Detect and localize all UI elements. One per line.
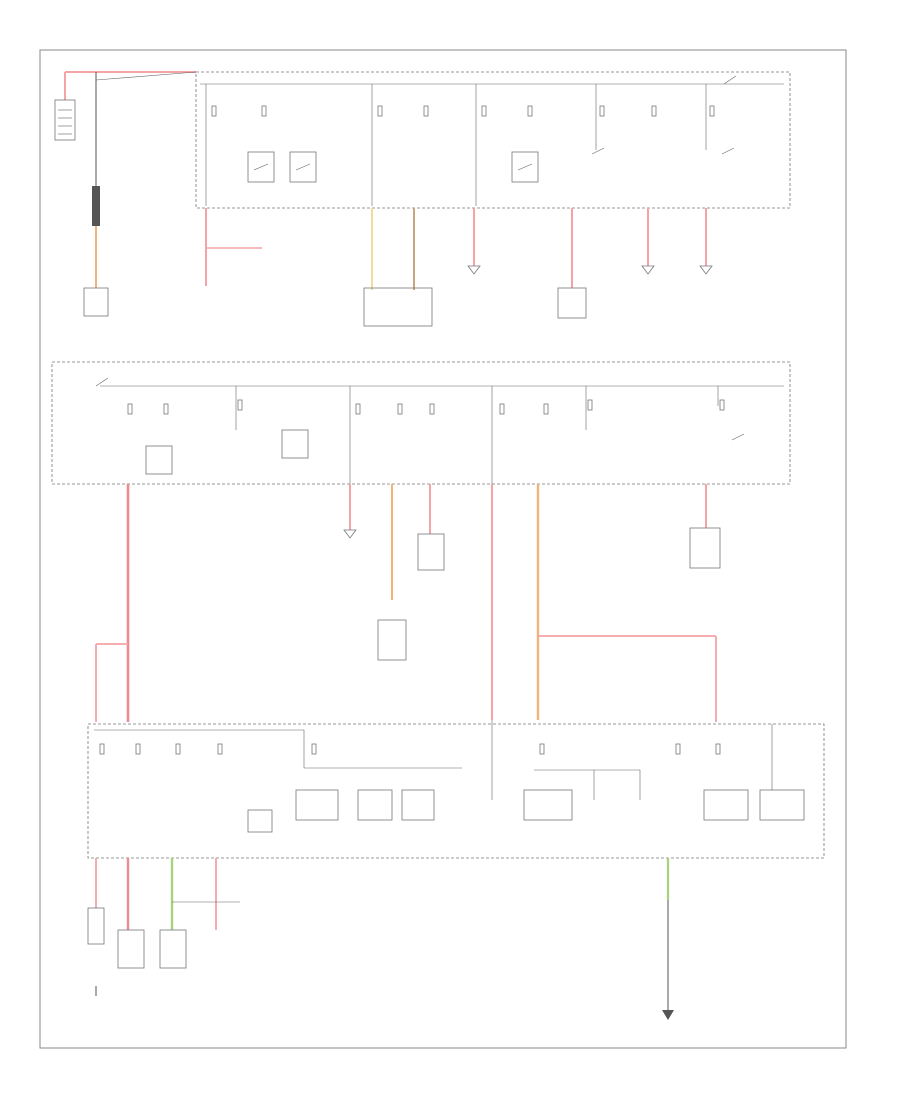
connector-mid-far-right: [689, 527, 721, 569]
fuse-d10: [719, 399, 725, 411]
fuse-a1: [211, 105, 217, 117]
middle-fuse-box: [51, 361, 791, 485]
fuse-c4: [651, 105, 657, 117]
fuse-c3: [599, 105, 605, 117]
ground-arrow-4: [343, 529, 357, 539]
relay-a2-contact: [295, 163, 311, 171]
fuse-e2: [135, 743, 141, 755]
top-box-output-wires: [205, 208, 713, 327]
lower-junction-box-frame: [87, 723, 825, 859]
fuse-b2: [423, 105, 429, 117]
relay-d3-contact: [731, 433, 745, 441]
relay-c1-contact: [517, 163, 533, 171]
relay-a1-contact: [253, 163, 269, 171]
connector-bot-3: [159, 929, 187, 969]
middle-box-output-wires: [95, 484, 721, 722]
fuse-a2: [261, 105, 267, 117]
fuse-e7: [675, 743, 681, 755]
ground-arrow-3: [699, 265, 713, 275]
switch-bottom-left: [87, 907, 105, 945]
fuse-d2: [163, 403, 169, 415]
fuse-c1: [481, 105, 487, 117]
top-fuse-column-2: [377, 105, 429, 117]
fuse-d7: [499, 403, 505, 415]
lower-connector-5: [703, 789, 749, 821]
diagram-border: [39, 49, 847, 1049]
fuse-c5: [709, 105, 715, 117]
fuse-e1: [99, 743, 105, 755]
fuse-d5: [397, 403, 403, 415]
relay-d2: [281, 429, 309, 459]
fuse-d8: [543, 403, 549, 415]
fuse-d4: [355, 403, 361, 415]
fuse-e5: [311, 743, 317, 755]
fuse-e8: [715, 743, 721, 755]
battery-section: [54, 71, 197, 317]
fuse-b1: [377, 105, 383, 117]
bottom-output-wires: [87, 858, 674, 1020]
top-fuse-box-frame: [195, 71, 791, 209]
generator-connector: [83, 287, 109, 317]
ground-arrow-2: [641, 265, 655, 275]
ground-arrow-1: [467, 265, 481, 275]
lower-connector-3: [401, 789, 435, 821]
lower-relay-1: [247, 809, 273, 833]
top-fuse-box: [195, 71, 791, 209]
lower-connector-1: [295, 789, 339, 821]
connector-bot-2: [117, 929, 145, 969]
ground-wire-link: [95, 71, 197, 81]
fuse-d6: [429, 403, 435, 415]
fuse-e3: [175, 743, 181, 755]
connector-mid-center: [377, 619, 407, 661]
relay-c3-contact: [721, 147, 735, 155]
fusible-link-symbol: [92, 186, 100, 226]
fuse-e4: [217, 743, 223, 755]
lower-connector-2: [357, 789, 393, 821]
connector-top-mid: [363, 287, 433, 327]
ground-symbol-bottom: [662, 1010, 674, 1020]
fuse-d1: [127, 403, 133, 415]
relay-top-right-switch: [723, 75, 737, 85]
lower-connector-6: [759, 789, 805, 821]
relay-c2-contact: [591, 147, 605, 155]
lower-connector-4: [523, 789, 573, 821]
top-fuse-column-3: [481, 75, 737, 183]
connector-top-right-mid: [557, 287, 587, 319]
fuse-d9: [587, 399, 593, 411]
relay-d4-contact: [95, 377, 109, 387]
fuse-c2: [527, 105, 533, 117]
fuse-d3: [237, 399, 243, 411]
connector-mid-right: [417, 533, 445, 571]
top-fuse-column-1: [211, 105, 317, 183]
lower-junction-box: [87, 720, 825, 859]
relay-d1: [145, 445, 173, 475]
fuse-e6: [539, 743, 545, 755]
